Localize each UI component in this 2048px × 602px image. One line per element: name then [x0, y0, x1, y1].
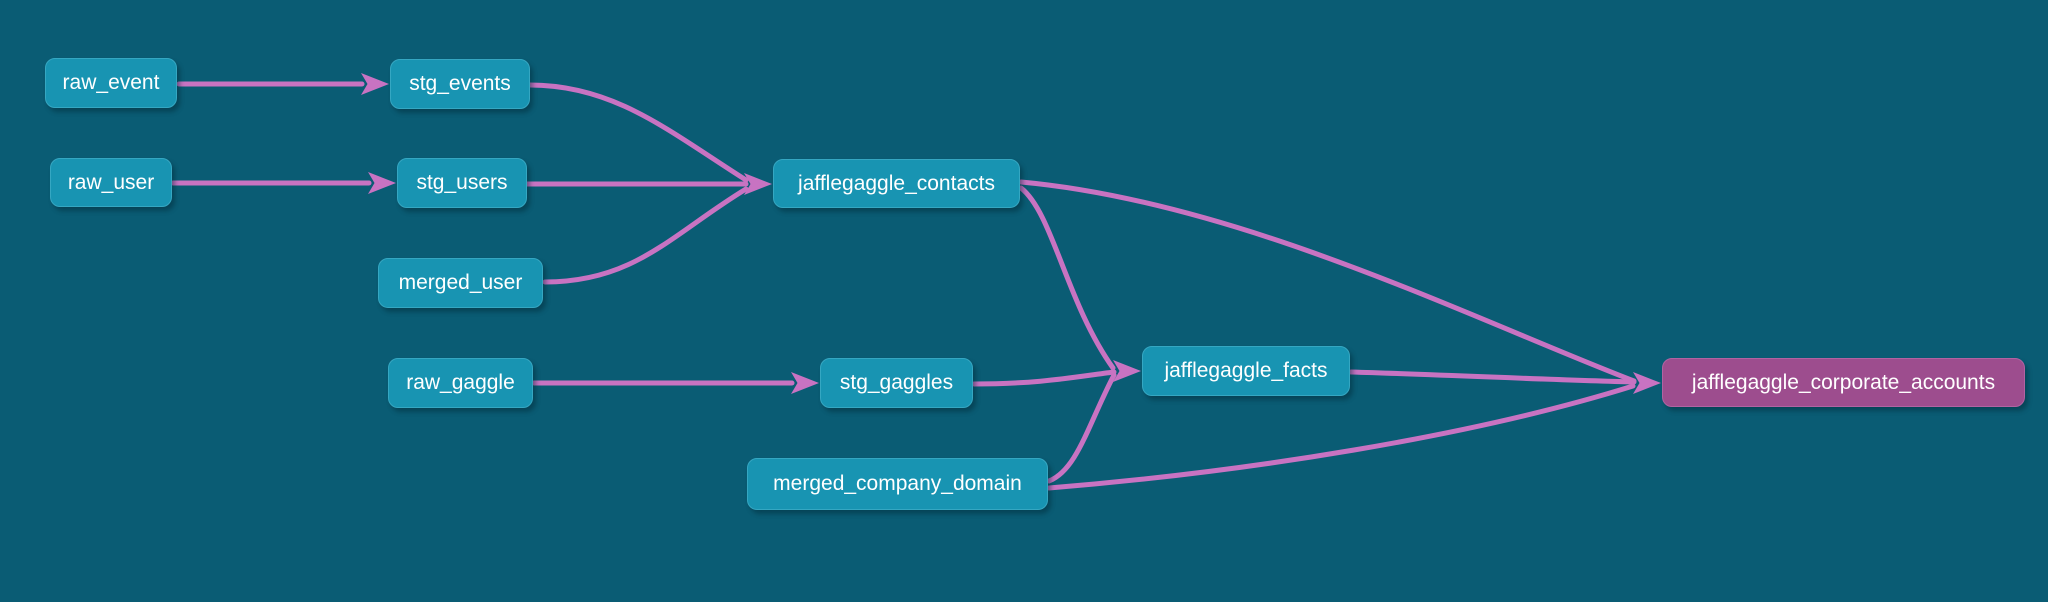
node-stg_events[interactable]: stg_events	[390, 59, 530, 109]
node-raw_event[interactable]: raw_event	[45, 58, 177, 108]
edge-jafflegaggle_facts-jafflegaggle_corporate_accounts	[1348, 369, 1637, 385]
arrowhead-into-jafflegaggle_facts	[1113, 360, 1141, 382]
edge-merged_company_domain-jafflegaggle_facts	[1046, 372, 1117, 484]
node-stg_users[interactable]: stg_users	[397, 158, 527, 208]
node-jafflegaggle_corporate_accounts[interactable]: jafflegaggle_corporate_accounts	[1662, 358, 2025, 407]
arrowhead-into-jafflegaggle_corporate_accounts	[1633, 372, 1661, 394]
edge-jafflegaggle_contacts-jafflegaggle_corporate_accounts	[1018, 179, 1637, 384]
node-jafflegaggle_facts[interactable]: jafflegaggle_facts	[1142, 346, 1350, 396]
edge-merged_company_domain-jafflegaggle_corporate_accounts	[1046, 383, 1636, 491]
node-stg_gaggles[interactable]: stg_gaggles	[820, 358, 973, 408]
node-raw_user[interactable]: raw_user	[50, 158, 172, 207]
node-merged_user[interactable]: merged_user	[378, 258, 543, 308]
edge-stg_gaggles-jafflegaggle_facts	[971, 369, 1117, 387]
arrowhead-into-stg_users	[368, 172, 396, 194]
node-jafflegaggle_contacts[interactable]: jafflegaggle_contacts	[773, 159, 1020, 208]
edge-stg_events-jafflegaggle_contacts	[527, 82, 749, 183]
edge-merged_user-jafflegaggle_contacts	[542, 186, 749, 285]
arrowhead-into-stg_gaggles	[791, 372, 819, 394]
arrowhead-into-jafflegaggle_contacts	[744, 173, 772, 195]
node-merged_company_domain[interactable]: merged_company_domain	[747, 458, 1048, 510]
node-raw_gaggle[interactable]: raw_gaggle	[388, 358, 533, 408]
edge-jafflegaggle_contacts-jafflegaggle_facts	[1018, 185, 1116, 371]
arrowhead-into-stg_events	[361, 73, 389, 95]
